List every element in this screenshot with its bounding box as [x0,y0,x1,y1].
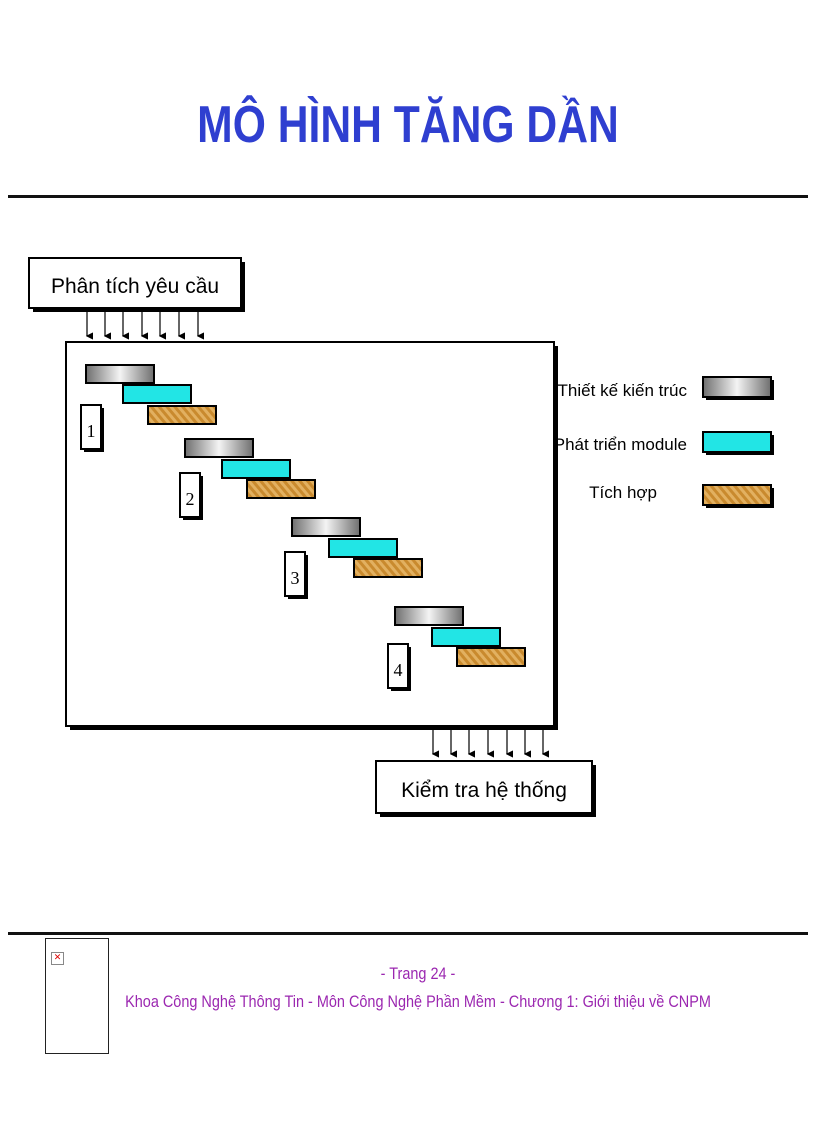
page-title: MÔ HÌNH TĂNG DẦN [197,96,619,154]
design-bar [394,606,464,626]
legend-swatch-develop [702,431,772,453]
output-arrows [431,730,549,758]
develop-bar [431,627,501,647]
system-testing-label: Kiểm tra hệ thống [401,779,567,802]
input-arrows [85,310,204,340]
legend-swatch-design [702,376,772,398]
integrate-bar [456,647,526,667]
legend-label-integrate: Tích hợp [589,483,657,502]
increment-2: 2 [179,438,316,520]
increment-number: 1 [87,421,96,441]
legend-label-design: Thiết kế kiến trúc [558,381,688,400]
develop-bar [122,384,192,404]
increment-number: 3 [291,568,300,588]
legend: Thiết kế kiến trúc Phát triển module Tíc… [554,376,774,508]
requirements-analysis-label: Phân tích yêu cầu [51,275,219,298]
legend-swatch-integrate [702,484,772,506]
design-bar [184,438,254,458]
increment-number: 2 [186,489,195,509]
footer-divider [8,932,808,935]
design-bar [291,517,361,537]
integrate-bar [246,479,316,499]
increment-number: 4 [394,660,403,680]
footer-logo-placeholder: ✕ [45,938,109,1054]
increment-3: 3 [284,517,423,599]
page-number: - Trang 24 - [380,964,456,983]
system-testing-box: Kiểm tra hệ thống [375,760,596,817]
integrate-bar [353,558,423,578]
broken-image-icon: ✕ [51,952,64,965]
develop-bar [328,538,398,558]
legend-label-develop: Phát triển module [554,435,687,454]
top-divider [8,195,808,198]
integrate-bar [147,405,217,425]
increment-1: 1 [80,364,217,452]
develop-bar [221,459,291,479]
footer-course-line: Khoa Công Nghệ Thông Tin - Môn Công Nghệ… [125,992,711,1011]
design-bar [85,364,155,384]
requirements-analysis-box: Phân tích yêu cầu [28,257,245,312]
increment-4: 4 [387,606,526,691]
